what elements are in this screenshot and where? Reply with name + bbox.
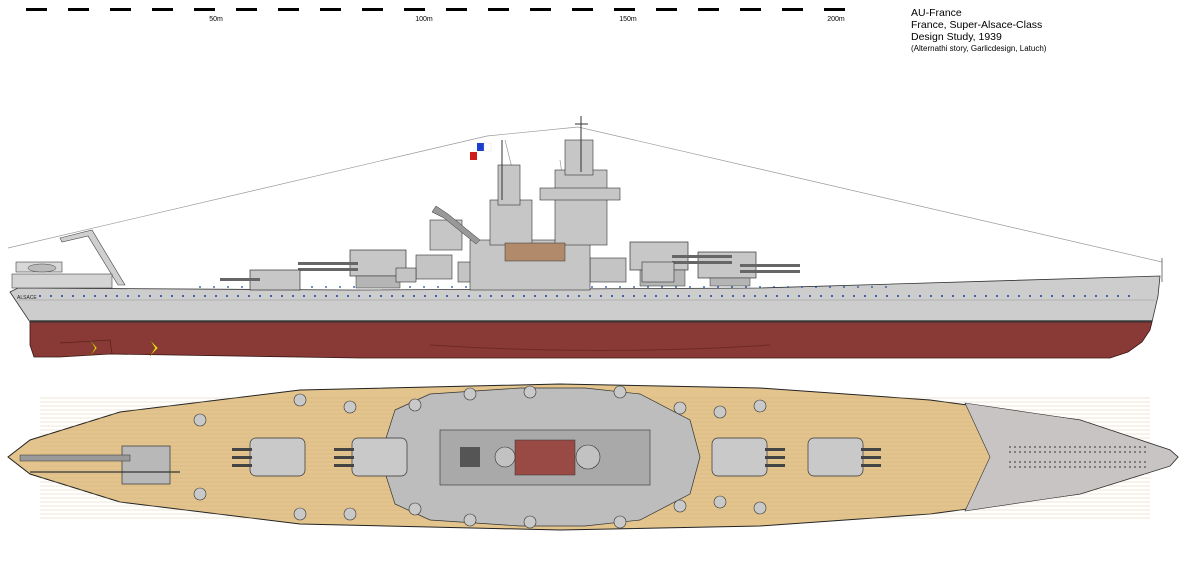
aircraft-crane [11,229,126,289]
masts [501,116,588,200]
superstructure-side [429,139,621,291]
portholes [39,286,1130,297]
title-line-design: Design Study, 1939 [911,31,1002,43]
hull-name-label: ALSACE [17,295,37,301]
turret-top-y [232,437,306,477]
turret-top-a [807,437,881,477]
hangar-hatch [121,445,171,485]
turret-top-b [711,437,785,477]
title-line-country: AU-France [911,7,962,19]
lower-hull-red [29,321,1153,359]
scale-tick-200: 200m [827,16,845,23]
title-block: AU-France France, Super-Alsace-Class Des… [911,7,1046,55]
top-view [7,383,1179,531]
title-line-class: France, Super-Alsace-Class [911,19,1043,31]
aa-mounts [193,385,767,529]
scale-tick-150: 150m [619,16,637,23]
turret-x-side [298,249,407,289]
scale-tick-100: 100m [415,16,433,23]
turret-y-side [220,269,301,291]
turret-top-x [334,437,408,477]
anchor-chains [1009,446,1146,468]
side-profile: ALSACE [7,116,1163,359]
propellers [89,339,159,357]
title-line-credits: (Alternathi story, Garlicdesign, Latuch) [911,44,1047,53]
french-flag [470,142,492,160]
scale-tick-50: 50m [209,16,223,23]
scale-bar: 50m 100m 150m 200m [5,8,845,23]
